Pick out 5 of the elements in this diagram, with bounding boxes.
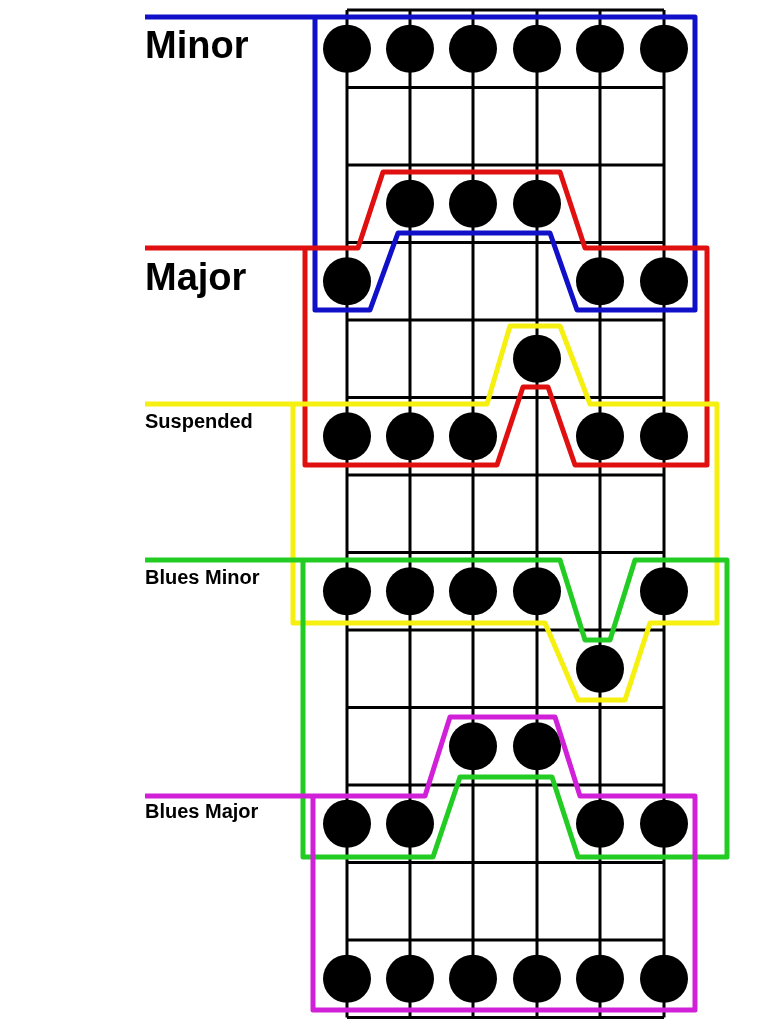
scale-label: Major xyxy=(145,258,247,296)
scale-label: Minor xyxy=(145,26,249,64)
scale-label: Suspended xyxy=(145,411,253,431)
scale-label: Blues Major xyxy=(145,801,259,821)
scale-label: Blues Minor xyxy=(145,567,260,587)
